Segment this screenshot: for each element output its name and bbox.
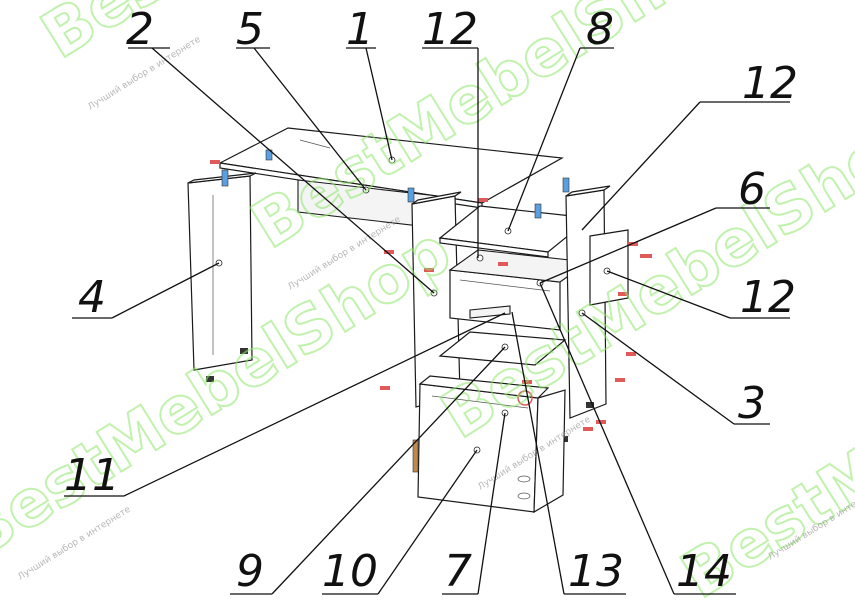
callout-15: 14 bbox=[676, 546, 732, 597]
callout-4: 4 bbox=[78, 272, 106, 323]
callout-5: 5 bbox=[236, 4, 264, 55]
callout-11: 11 bbox=[64, 450, 120, 501]
callout-9: 9 bbox=[236, 546, 264, 597]
small-back-panel bbox=[589, 229, 629, 306]
callout-14: 13 bbox=[568, 546, 624, 597]
drawer-side-panel bbox=[533, 389, 566, 514]
callout-12-top: 12 bbox=[422, 4, 478, 55]
callout-6: 6 bbox=[738, 164, 766, 215]
callout-2: 2 bbox=[126, 4, 154, 55]
callout-13: 12 bbox=[742, 58, 798, 109]
callout-1: 1 bbox=[346, 4, 374, 55]
callouts: 2 5 1 12 8 12 6 4 12 3 bbox=[64, 4, 798, 597]
callout-8: 8 bbox=[586, 4, 614, 55]
callout-12-right: 12 bbox=[740, 272, 796, 323]
callout-10: 10 bbox=[322, 546, 378, 597]
callout-3: 3 bbox=[738, 378, 766, 429]
callout-7: 7 bbox=[444, 546, 472, 597]
desk-drawing bbox=[187, 127, 652, 514]
